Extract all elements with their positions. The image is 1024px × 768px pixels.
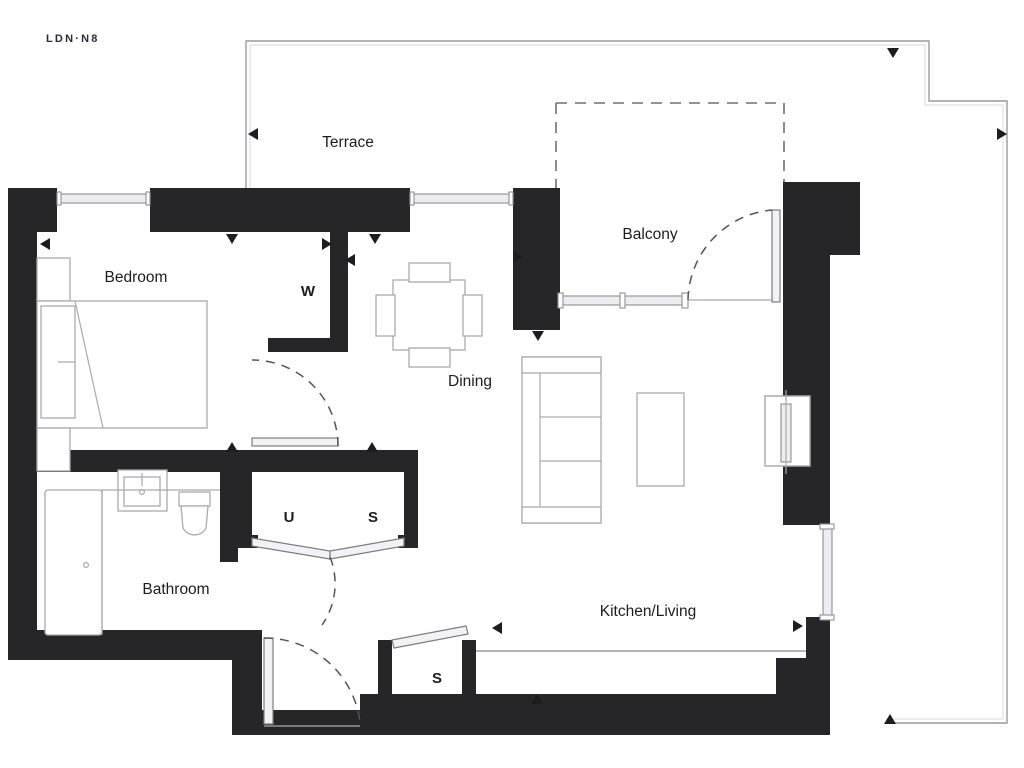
room-label-bathroom: Bathroom <box>142 581 209 598</box>
closet-label-wardrobe: W <box>301 283 316 300</box>
room-label-balcony: Balcony <box>622 226 677 243</box>
entry-door <box>263 637 361 727</box>
closet-labels: W U S S <box>284 283 442 687</box>
brand-logo: LDN·N8 <box>46 33 100 45</box>
closet-label-store-upper: S <box>368 509 378 526</box>
living-side-glazing <box>819 523 835 621</box>
bedside-table-bottom <box>36 427 71 472</box>
sofa <box>521 356 602 524</box>
bedroom-door <box>251 359 339 447</box>
room-label-terrace: Terrace <box>322 134 374 151</box>
overhang-outline <box>555 102 785 196</box>
coffee-table <box>636 392 685 487</box>
living-window <box>764 390 811 474</box>
media-unit <box>764 395 811 467</box>
bedroom-window <box>56 191 151 206</box>
bedside-table-top <box>36 257 71 302</box>
closet-label-store-lower: S <box>432 670 442 687</box>
balustrade-outline <box>245 40 1008 724</box>
furniture <box>36 257 811 652</box>
dining-window <box>409 191 514 206</box>
toilet <box>178 491 211 536</box>
openings <box>56 191 835 727</box>
balcony-swing-door <box>687 209 781 303</box>
balcony-sliding-door <box>557 292 772 309</box>
room-labels: Terrace Balcony Bedroom Dining Bathroom … <box>105 134 697 620</box>
room-label-bedroom: Bedroom <box>105 269 168 286</box>
dining-table <box>375 262 483 368</box>
room-label-dining: Dining <box>448 373 492 390</box>
room-label-kitchen-living: Kitchen/Living <box>600 603 697 620</box>
dimension-markers <box>40 48 1007 724</box>
utility-store-doors <box>251 537 405 626</box>
double-bed <box>36 300 208 429</box>
closet-label-utility: U <box>284 509 295 526</box>
bathtub <box>44 489 103 636</box>
store-lower-door <box>391 625 469 649</box>
